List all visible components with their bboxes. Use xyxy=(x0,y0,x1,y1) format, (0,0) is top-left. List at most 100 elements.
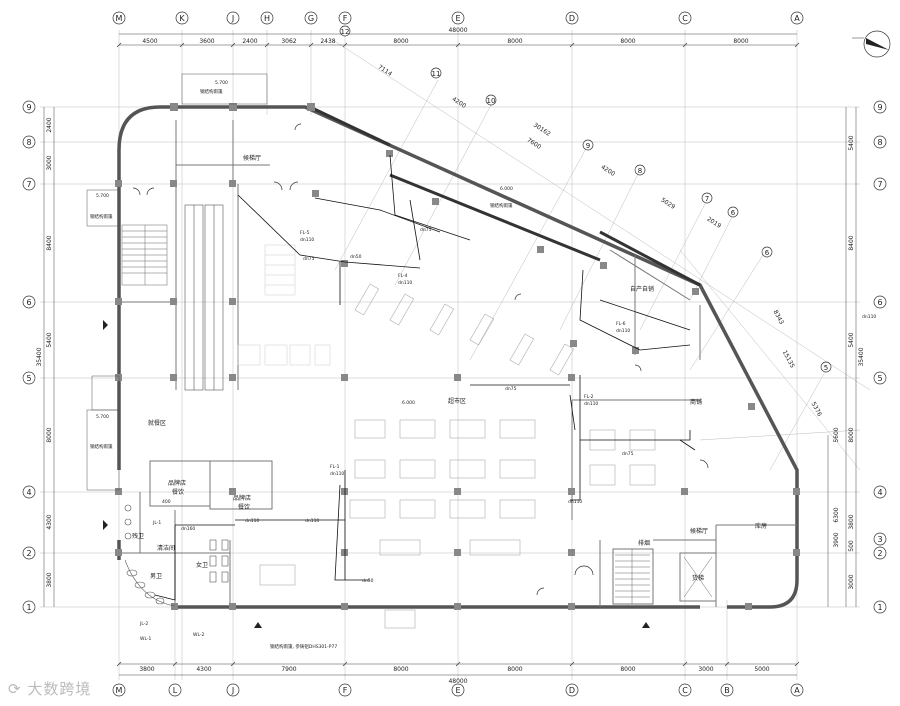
room-labels: 超市区 就餐区 品牌店 餐饮 品牌店 餐饮 自产自销 商铺 库房 货梯 候梯厅 … xyxy=(132,154,767,582)
tag-dn75-a: dn75 xyxy=(303,256,315,262)
tag-dn75-c: dn75 xyxy=(505,386,517,392)
canopy-left2: 钢结构雨篷 xyxy=(90,443,113,450)
label-brand-a: 品牌店 xyxy=(168,479,186,487)
tag-fl1-dn: dn110 xyxy=(330,471,344,477)
dim-top-5: 8000 xyxy=(393,38,408,45)
curtain-wall xyxy=(309,105,701,287)
dim-texts-left: 2400 3000 8400 5400 8000 4300 3800 35400 xyxy=(36,117,53,587)
dim-diag-3: 7600 xyxy=(526,137,543,151)
tag-fl4-dn: dn110 xyxy=(398,280,412,286)
elev-diag: 6.000 xyxy=(500,186,513,192)
label-disabled: 残卫 xyxy=(132,532,144,540)
axis-bottom-4: E xyxy=(455,686,460,695)
dim-right-total: 35400 xyxy=(858,347,865,366)
dim-bottom-5: 8000 xyxy=(620,666,635,673)
dim-diag-right-1: 15135 xyxy=(781,349,796,369)
axis-left-3: 6 xyxy=(26,298,31,307)
dim-top-3: 3062 xyxy=(281,38,296,45)
axis-right-7: 2 xyxy=(877,549,882,558)
axis-top-6: E xyxy=(455,14,460,23)
elev-left2: 5.700 xyxy=(96,414,109,420)
tag-wl1: WL-1 xyxy=(140,636,152,642)
dim-bottom-7: 5000 xyxy=(754,666,769,673)
tag-jl1: JL-1 xyxy=(152,520,161,526)
axis-left-2: 7 xyxy=(26,180,31,189)
axis-right-6: 3 xyxy=(877,535,882,544)
axis-bottom-7: B xyxy=(724,686,730,695)
axis-right-5: 4 xyxy=(877,488,882,497)
dim-diag-right-2: 5376 xyxy=(810,401,823,418)
tag-fl2-dn: dn110 xyxy=(584,401,598,407)
axis-right-1: 8 xyxy=(877,138,882,147)
dim-bottom-3: 8000 xyxy=(393,666,408,673)
axis-diag-7: 6 xyxy=(765,249,770,257)
dim-left-1: 3000 xyxy=(46,155,53,170)
axis-bottom-5: D xyxy=(569,686,575,695)
axis-bottom-2: J xyxy=(231,686,234,695)
elevation-marks: 5.700 5.700 5.700 6.000 6.000 钢结构雨篷 钢结构雨… xyxy=(90,80,513,650)
axis-right-0: 9 xyxy=(877,103,882,112)
elevation-boxes xyxy=(86,73,268,491)
label-freight: 货梯 xyxy=(692,574,704,582)
axis-bottom-0: M xyxy=(116,686,123,695)
axis-diag-0: 12 xyxy=(341,28,350,36)
dim-right-4: 3800 xyxy=(848,514,855,529)
tag-wl2: WL-2 xyxy=(193,632,205,638)
dim-texts-right: 5400 8400 5400 8000 3800 500 3000 35400 … xyxy=(833,135,865,589)
axis-diag-6: 6 xyxy=(731,209,736,217)
dim-left-4: 8000 xyxy=(46,427,53,442)
label-clean: 清洁间 xyxy=(157,544,175,552)
tag-dn50-g: dn50 xyxy=(362,578,374,584)
tag-dn110-right: dn110 xyxy=(862,314,876,320)
north-arrow-icon xyxy=(852,30,891,58)
columns xyxy=(115,103,800,610)
axis-right-8: 1 xyxy=(877,603,882,612)
axis-left-1: 8 xyxy=(26,138,31,147)
dim-bottom-4: 8000 xyxy=(507,666,522,673)
canopy-diag: 钢结构雨篷 xyxy=(490,202,513,209)
elev-top: 5.700 xyxy=(215,80,228,86)
watermark-text: 大数跨境 xyxy=(27,680,92,698)
watermark-logo: ⟳ 大数跨境 xyxy=(8,678,91,699)
dim-bottom-0: 3800 xyxy=(139,666,154,673)
axis-right-3: 6 xyxy=(877,298,882,307)
axis-left-7: 1 xyxy=(26,603,31,612)
dim-top-total: 48000 xyxy=(448,27,467,34)
label-lift-hall2: 候梯厅 xyxy=(690,527,708,535)
dim-left-2: 8400 xyxy=(46,235,53,250)
dim-left-0: 2400 xyxy=(46,117,53,132)
canopy-top: 钢结构雨篷 xyxy=(200,88,223,95)
axis-labels-diagonal: 12 11 10 9 8 7 6 6 5 xyxy=(341,28,829,372)
axis-bubbles xyxy=(22,11,887,697)
section-markers xyxy=(103,320,650,628)
label-brand-b: 品牌店 xyxy=(233,494,251,502)
axis-labels-top: M K J H G F E D C A xyxy=(116,14,801,23)
axis-bottom-6: C xyxy=(682,686,688,695)
note-bottom: 钢结构雨篷, 参铸铝DHS301-P77 xyxy=(270,643,337,650)
axis-top-8: C xyxy=(682,14,688,23)
dim-diag-1: 4200 xyxy=(451,96,468,110)
axis-diag-1: 11 xyxy=(432,70,441,78)
axis-bottom-8: A xyxy=(794,686,800,695)
axis-labels-right: 9 8 7 6 5 4 3 2 1 xyxy=(877,103,882,612)
tag-fl6: FL-6 xyxy=(616,321,626,327)
axis-top-2: J xyxy=(231,14,234,23)
elev-left1: 5.700 xyxy=(96,193,109,199)
axis-left-6: 2 xyxy=(26,549,31,558)
axis-bottom-3: F xyxy=(343,686,348,695)
axis-diag-3: 9 xyxy=(586,142,590,150)
dim-bottom-2: 7900 xyxy=(281,666,296,673)
dim-right-5: 500 xyxy=(848,540,855,552)
supermarket-shelves xyxy=(259,283,656,629)
dim-right-extra-0: 6300 xyxy=(833,507,840,522)
dim-left-total: 35400 xyxy=(36,347,43,366)
dim-diag-6: 2019 xyxy=(706,216,723,230)
dim-top-2: 2400 xyxy=(242,38,257,45)
tag-dn50-a: dn50 xyxy=(350,254,362,260)
label-wc-m: 男卫 xyxy=(150,573,162,580)
label-brand-a2: 餐饮 xyxy=(172,488,184,496)
tag-dn110-e: dn110 xyxy=(305,518,319,524)
dim-right-2: 5400 xyxy=(848,332,855,347)
axis-left-0: 9 xyxy=(26,103,31,112)
